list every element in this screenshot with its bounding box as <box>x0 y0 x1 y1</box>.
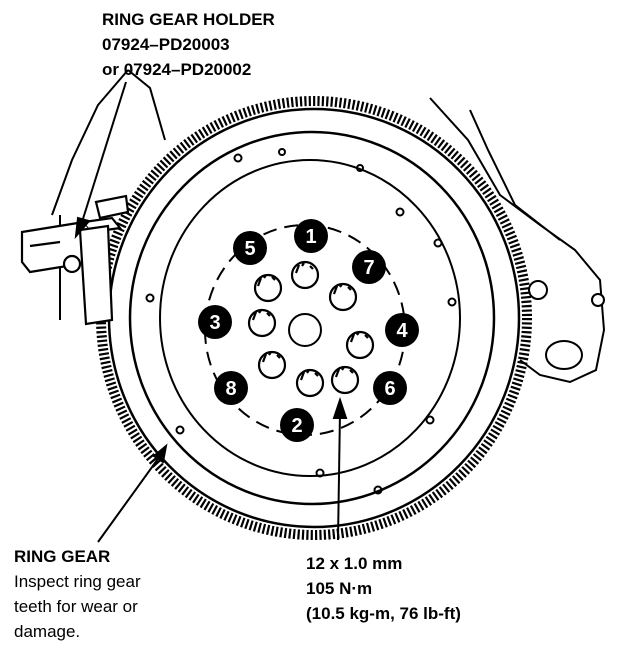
sequence-marker-2 <box>280 408 314 442</box>
ring-gear-holder-title: RING GEAR HOLDER <box>102 10 275 29</box>
block-bolt <box>528 280 548 300</box>
ring-gear-title: RING GEAR <box>14 547 111 566</box>
flywheel-holes <box>145 148 457 495</box>
bolt <box>247 308 277 338</box>
bolt-size: 12 x 1.0 mm <box>306 554 403 573</box>
sequence-number-5: 5 <box>244 238 255 260</box>
sequence-marker-4 <box>385 313 419 347</box>
flywheel-bolts <box>247 260 375 398</box>
bolt-torque-alt: (10.5 kg-m, 76 lb-ft) <box>306 604 461 623</box>
tightening-sequence-markers: 1 2 3 4 5 6 7 8 <box>198 219 419 442</box>
engine-block-right-outline <box>429 97 606 384</box>
sequence-number-1: 1 <box>305 226 316 248</box>
ring-gear-holder-tool <box>20 194 130 326</box>
bolt <box>328 282 358 312</box>
bolt <box>257 350 287 380</box>
sequence-marker-7 <box>352 250 386 284</box>
flywheel-rim <box>128 130 496 506</box>
bolt-torque-nm: 105 N·m <box>306 579 373 598</box>
bolt <box>330 365 360 395</box>
ring-gear-holder-part-2: or 07924–PD20002 <box>102 60 252 79</box>
ring-gear-note-1: Inspect ring gear <box>14 572 141 591</box>
flywheel-face <box>159 159 461 477</box>
block-boss <box>545 340 583 370</box>
block-bolt <box>591 293 605 307</box>
bolt <box>295 368 325 398</box>
sequence-marker-1 <box>294 219 328 253</box>
bolt <box>253 273 283 303</box>
sequence-marker-5 <box>233 231 267 265</box>
sequence-marker-6 <box>373 371 407 405</box>
sequence-number-4: 4 <box>396 320 408 342</box>
sequence-number-2: 2 <box>291 415 302 437</box>
sequence-marker-8 <box>214 371 248 405</box>
ring-gear-note-3: damage. <box>14 622 81 641</box>
ring-gear-note-2: teeth for wear or <box>14 597 138 616</box>
bolt <box>290 260 320 290</box>
sequence-marker-3 <box>198 305 232 339</box>
ring-gear-holder-part-1: 07924–PD20003 <box>102 35 230 54</box>
bolt <box>345 330 375 360</box>
sequence-number-6: 6 <box>384 378 395 400</box>
sequence-number-3: 3 <box>209 312 220 334</box>
leader-lines <box>74 81 348 543</box>
crankshaft-center <box>288 313 322 347</box>
sequence-number-7: 7 <box>363 257 374 279</box>
sequence-number-8: 8 <box>225 378 236 400</box>
